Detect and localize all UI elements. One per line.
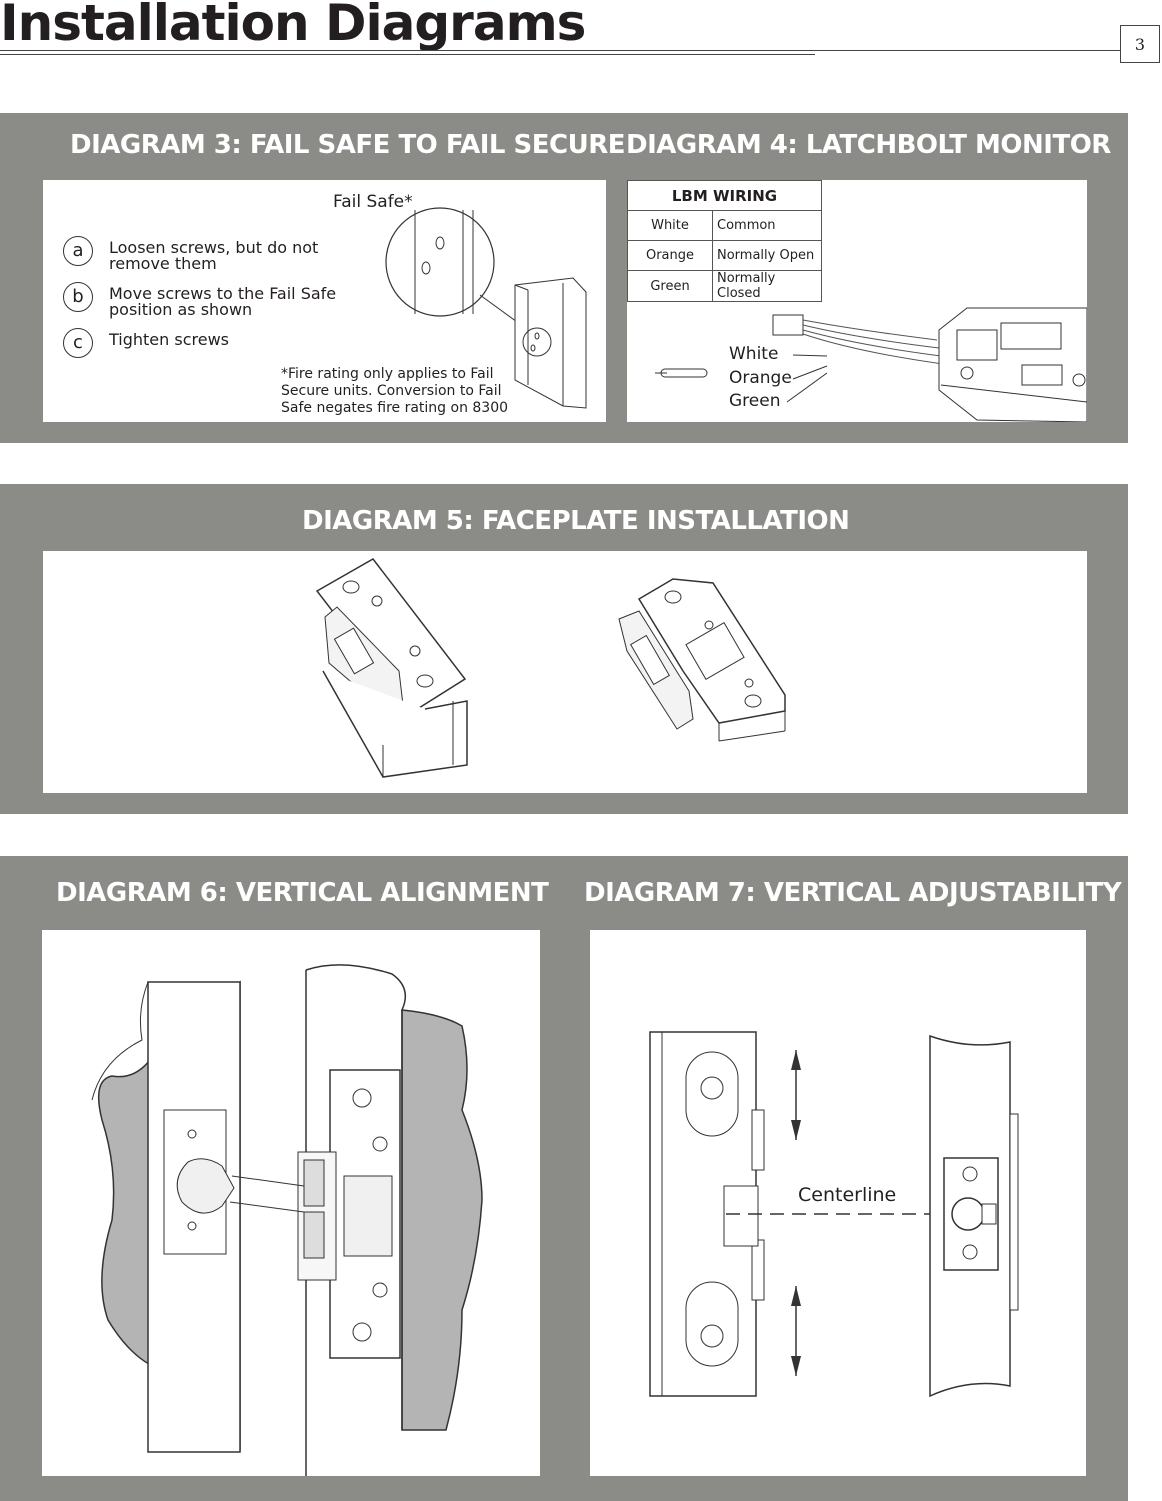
diagram4-panel: LBM WIRING White Common Orange Normally …: [627, 180, 1087, 422]
step-c: c Tighten screws: [63, 328, 339, 358]
step-text: Tighten screws: [109, 330, 229, 349]
page-title: Installation Diagrams: [0, 0, 586, 52]
table-row: White Common: [627, 210, 822, 241]
strike-with-faceplate-installed: [618, 578, 786, 742]
wire-function: Normally Open: [712, 240, 822, 271]
vertical-alignment-illustration: [91, 964, 483, 1476]
diagram7-heading: DIAGRAM 7: VERTICAL ADJUSTABILITY: [584, 878, 1122, 908]
centerline-label: Centerline: [798, 1184, 897, 1206]
wire-color: Orange: [627, 240, 713, 271]
step-a: a Loosen screws, but do not remove them: [63, 236, 339, 273]
diagram6-panel: [42, 930, 540, 1476]
fail-safe-label: Fail Safe*: [333, 192, 413, 212]
step-text: Loosen screws, but do not remove them: [109, 238, 319, 273]
lbm-wiring-table: LBM WIRING White Common Orange Normally …: [627, 180, 822, 302]
table-row: Green Normally Closed: [627, 270, 822, 302]
step-letter: c: [63, 328, 93, 358]
diagram3-heading: DIAGRAM 3: FAIL SAFE TO FAIL SECURE: [70, 130, 625, 160]
diagram3-panel: a Loosen screws, but do not remove them …: [43, 180, 606, 422]
strike-with-faceplate-lifted: [315, 558, 468, 778]
diagram-band-top: DIAGRAM 3: FAIL SAFE TO FAIL SECURE DIAG…: [0, 113, 1128, 443]
wire-function: Common: [712, 210, 822, 241]
title-rule-secondary: [0, 54, 815, 55]
diagram5-panel: [43, 551, 1087, 793]
page-number: 3: [1120, 25, 1160, 63]
faceplate-installation-illustration: [315, 558, 786, 778]
wire-label-white: White: [729, 344, 779, 364]
diagram5-heading: DIAGRAM 5: FACEPLATE INSTALLATION: [302, 506, 850, 536]
wire-label-orange: Orange: [729, 368, 792, 388]
step-b: b Move screws to the Fail Safe position …: [63, 282, 339, 319]
wire-color: Green: [627, 270, 713, 302]
diagram-band-middle: DIAGRAM 5: FACEPLATE INSTALLATION: [0, 484, 1128, 814]
diagram3-steps: a Loosen screws, but do not remove them …: [63, 236, 339, 372]
wire-label-green: Green: [729, 391, 781, 411]
table-row: Orange Normally Open: [627, 240, 822, 271]
wire-color: White: [627, 210, 713, 241]
diagram4-heading: DIAGRAM 4: LATCHBOLT MONITOR: [626, 130, 1111, 160]
step-letter: b: [63, 282, 93, 312]
fire-rating-footnote: *Fire rating only applies to Fail Secure…: [281, 366, 509, 416]
diagram7-panel: Centerline: [590, 930, 1086, 1476]
title-rule: [0, 50, 1120, 51]
diagram-band-bottom: DIAGRAM 6: VERTICAL ALIGNMENT DIAGRAM 7:…: [0, 856, 1128, 1501]
diagram6-heading: DIAGRAM 6: VERTICAL ALIGNMENT: [56, 878, 549, 908]
wire-function: Normally Closed: [712, 270, 822, 302]
lbm-table-title: LBM WIRING: [627, 180, 822, 211]
step-text: Move screws to the Fail Safe position as…: [109, 284, 337, 319]
step-letter: a: [63, 236, 93, 266]
